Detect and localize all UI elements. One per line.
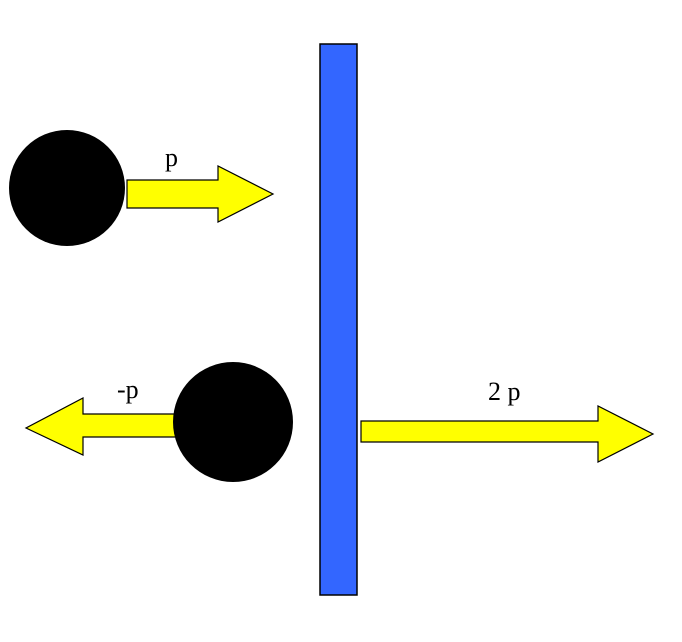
incoming-ball: [9, 130, 125, 246]
reflected-momentum-arrow: [24, 397, 178, 456]
wall-momentum-label: 2 p: [488, 377, 521, 406]
wall-momentum-arrow: [360, 405, 655, 463]
incoming-momentum-label: p: [165, 143, 178, 172]
reflected-ball: [173, 362, 293, 482]
reflected-momentum-label: -p: [117, 375, 139, 404]
wall: [319, 43, 358, 596]
incoming-momentum-arrow: [126, 165, 275, 223]
